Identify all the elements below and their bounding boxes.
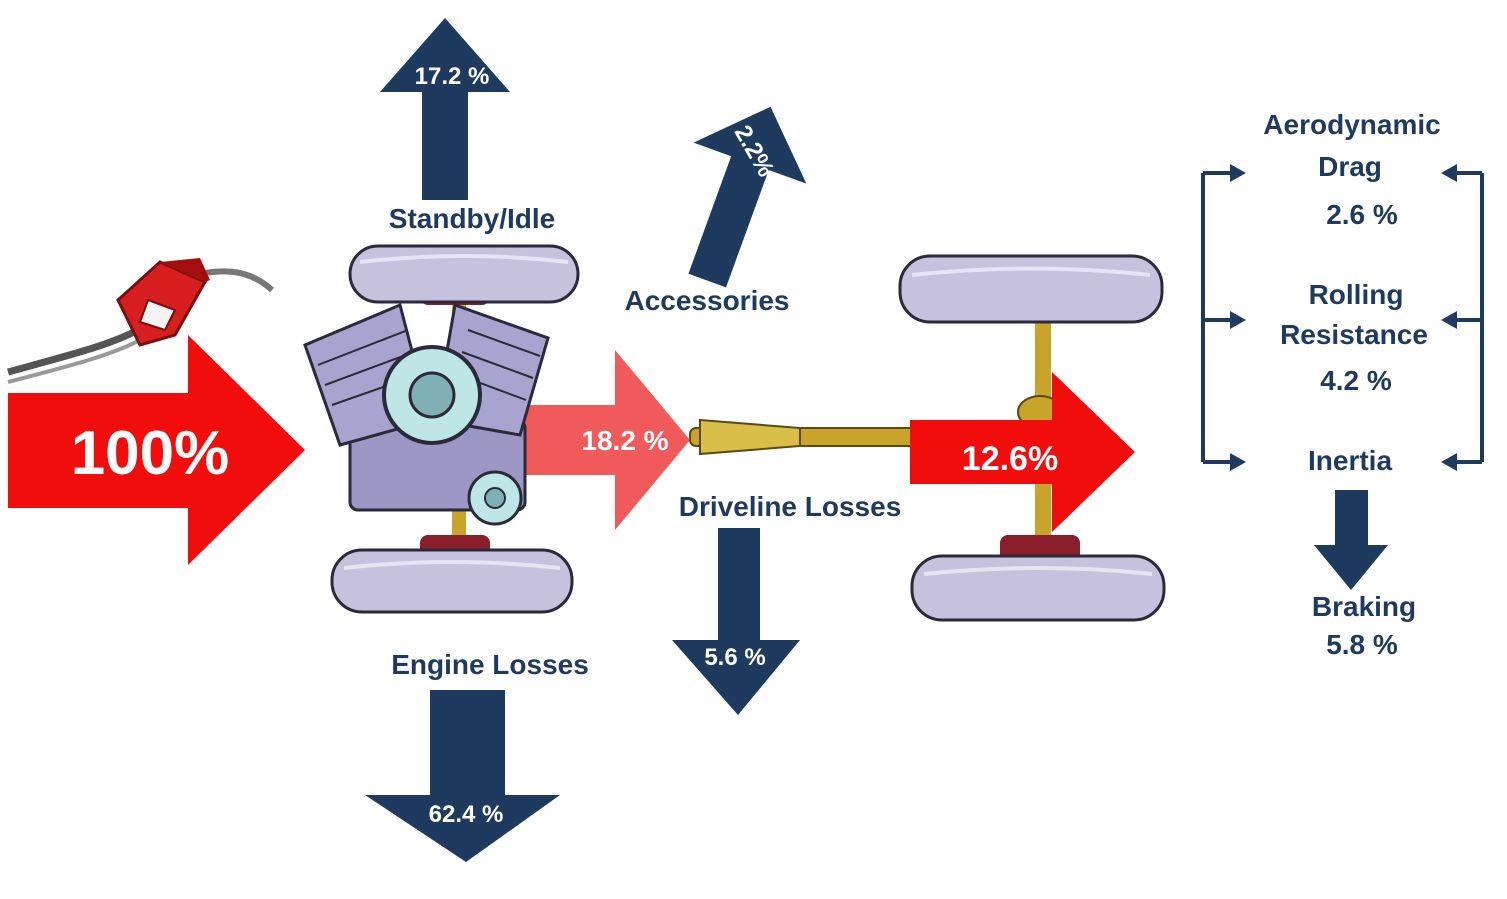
engine-icon [303,302,550,526]
standby-label: Standby/Idle [389,203,555,234]
fuel-input-arrow: 100% [8,335,305,565]
aero-value: 2.6 % [1326,199,1398,230]
right-bracket [1455,171,1484,464]
wheels-output-value: 12.6% [962,440,1058,478]
arrow-right-icon [1230,311,1246,329]
arrow-left-icon [1441,164,1457,182]
engine-losses-arrow: 62.4 % [365,690,560,862]
standby-value: 17.2 % [415,63,490,90]
accessories-label: Accessories [624,285,789,316]
arrow-left-icon [1441,311,1457,329]
rolling-label-line2: Resistance [1280,319,1428,350]
engine-output-arrow: 18.2 % [525,350,690,530]
engine-output-value: 18.2 % [581,425,668,456]
inertia-label: Inertia [1308,445,1392,476]
rear-right-tire [910,554,1166,622]
rolling-value: 4.2 % [1320,365,1392,396]
fuel-nozzle-icon [7,258,275,384]
driveline-losses-value: 5.6 % [704,644,765,671]
rolling-label-line1: Rolling [1309,279,1404,310]
arrow-left-icon [1441,453,1457,471]
engine-losses-label: Engine Losses [391,649,589,680]
driveline-label: Driveline Losses [679,491,902,522]
aero-label-line2: Drag [1318,151,1382,182]
braking-label: Braking [1312,591,1416,622]
braking-arrow [1314,490,1388,590]
braking-value: 5.8 % [1326,629,1398,660]
arrow-right-icon [1230,453,1246,471]
driveshaft [689,418,916,456]
arrow-right-icon [1230,164,1246,182]
aero-label-line1: Aerodynamic [1263,109,1440,140]
rear-left-tire [898,254,1164,324]
bracket-arrowheads [1230,164,1457,471]
accessories-arrow: 2.2% [688,106,807,288]
left-bracket [1201,171,1232,464]
engine-losses-value: 62.4 % [429,801,504,828]
front-left-tire [348,244,580,304]
wheels-output-arrow: 12.6% [910,372,1135,532]
driveline-losses-arrow: 5.6 % [672,528,800,715]
front-right-tire [330,548,574,614]
standby-arrow: 17.2 % [380,18,510,200]
fuel-input-value: 100% [71,419,230,488]
